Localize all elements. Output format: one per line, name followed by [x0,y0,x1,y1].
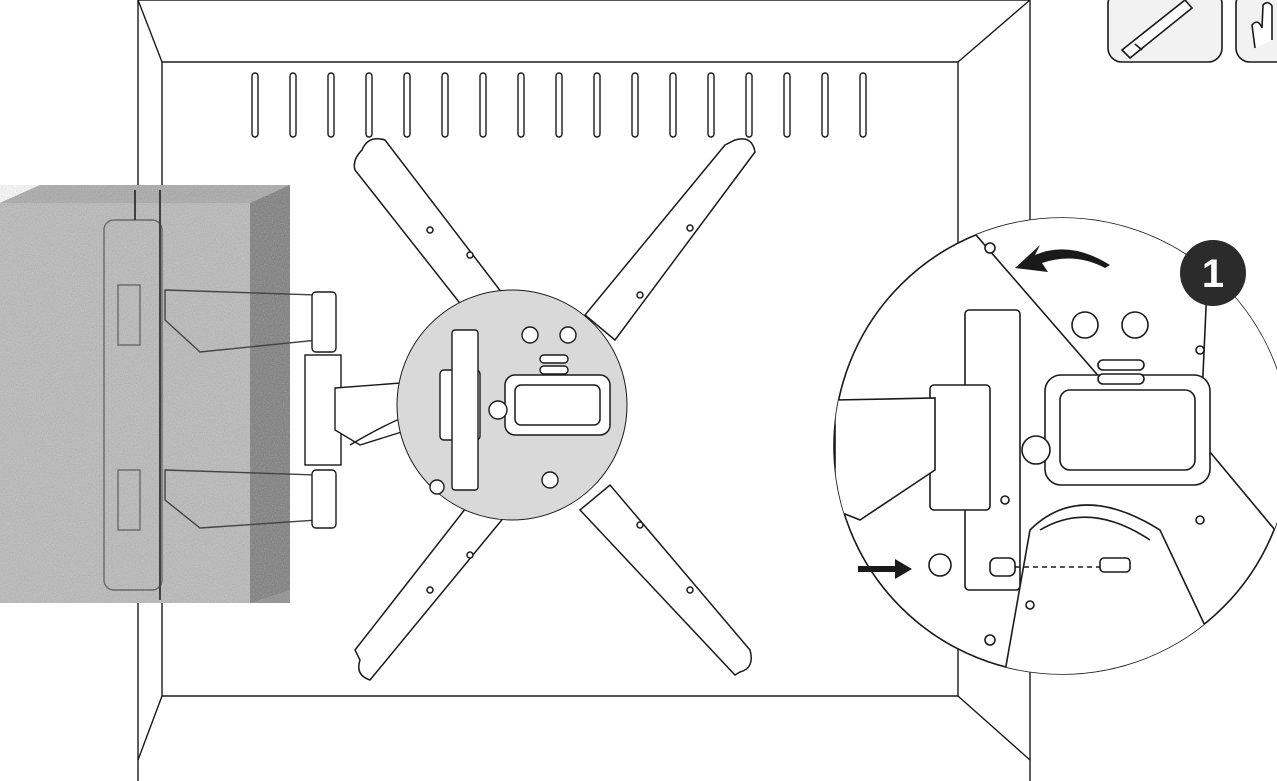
mount-head [429,326,577,495]
vent-slot [251,72,259,138]
vent-slot [593,72,601,138]
vent-slot [289,72,297,138]
vent-slot [555,72,563,138]
screwdriver-icon [1107,0,1223,63]
vent-slot [327,72,335,138]
step-badge: 1 [1180,240,1246,306]
vent-slot [821,72,829,138]
wall-plate [103,190,163,600]
vent-slot [783,72,791,138]
tool-icons [1107,0,1277,63]
vesa-x-bracket [353,138,756,681]
hand-icon [1235,0,1277,63]
step-number: 1 [1202,252,1224,296]
vent-slot [441,72,449,138]
vent-slot [517,72,525,138]
wall-block [0,185,290,603]
vent-slot [745,72,753,138]
vent-slot [365,72,373,138]
vent-slot [669,72,677,138]
vent-slot [707,72,715,138]
vent-slot [403,72,411,138]
vent-slots [251,72,867,138]
vent-slot [859,72,867,138]
vent-slot [631,72,639,138]
vent-slot [479,72,487,138]
